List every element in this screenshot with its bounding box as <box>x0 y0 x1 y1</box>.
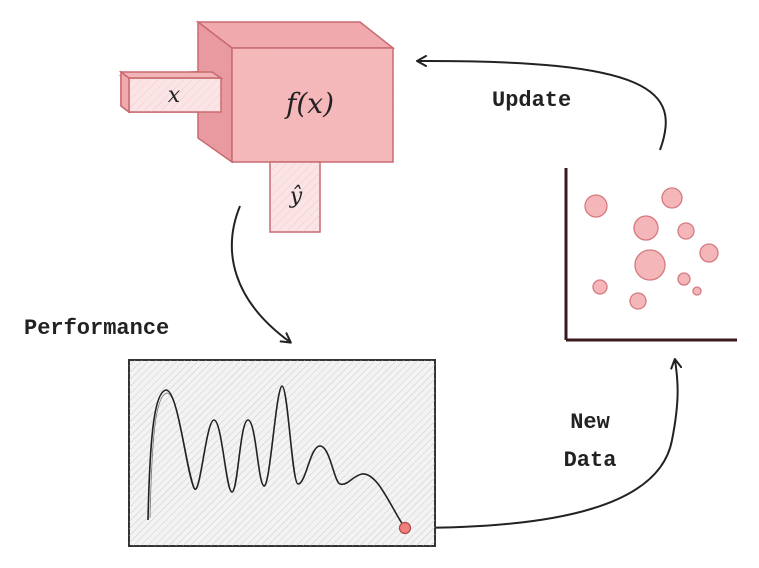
performance-plot <box>128 359 436 547</box>
new-data-arrow <box>411 358 683 529</box>
output-bar <box>269 161 321 233</box>
update-label: Update <box>492 88 571 113</box>
model-block: x f(x) ŷ <box>118 20 396 233</box>
output-label: ŷ <box>289 184 303 209</box>
new-data-label-line1: New <box>570 410 610 435</box>
scatter-point <box>634 249 666 281</box>
performance-arrow <box>230 205 292 344</box>
performance-curve <box>147 385 406 529</box>
performance-label: Performance <box>24 316 169 341</box>
scatter-point <box>677 222 695 240</box>
scatter-point <box>592 279 608 295</box>
update-arrow <box>416 54 667 151</box>
function-label: f(x) <box>284 87 334 120</box>
input-label: x <box>168 83 181 108</box>
scatter-point <box>692 286 702 296</box>
scatter-point <box>699 243 719 263</box>
performance-end-marker <box>398 521 412 535</box>
scatter-plot <box>564 168 737 342</box>
scatter-point <box>629 292 647 310</box>
scatter-point <box>661 187 683 209</box>
scatter-point <box>633 215 659 241</box>
scatter-points <box>584 187 719 310</box>
input-bar-front <box>118 70 224 114</box>
scatter-point <box>584 194 608 218</box>
scatter-point <box>677 272 691 286</box>
new-data-label-line2: Data <box>564 448 617 473</box>
